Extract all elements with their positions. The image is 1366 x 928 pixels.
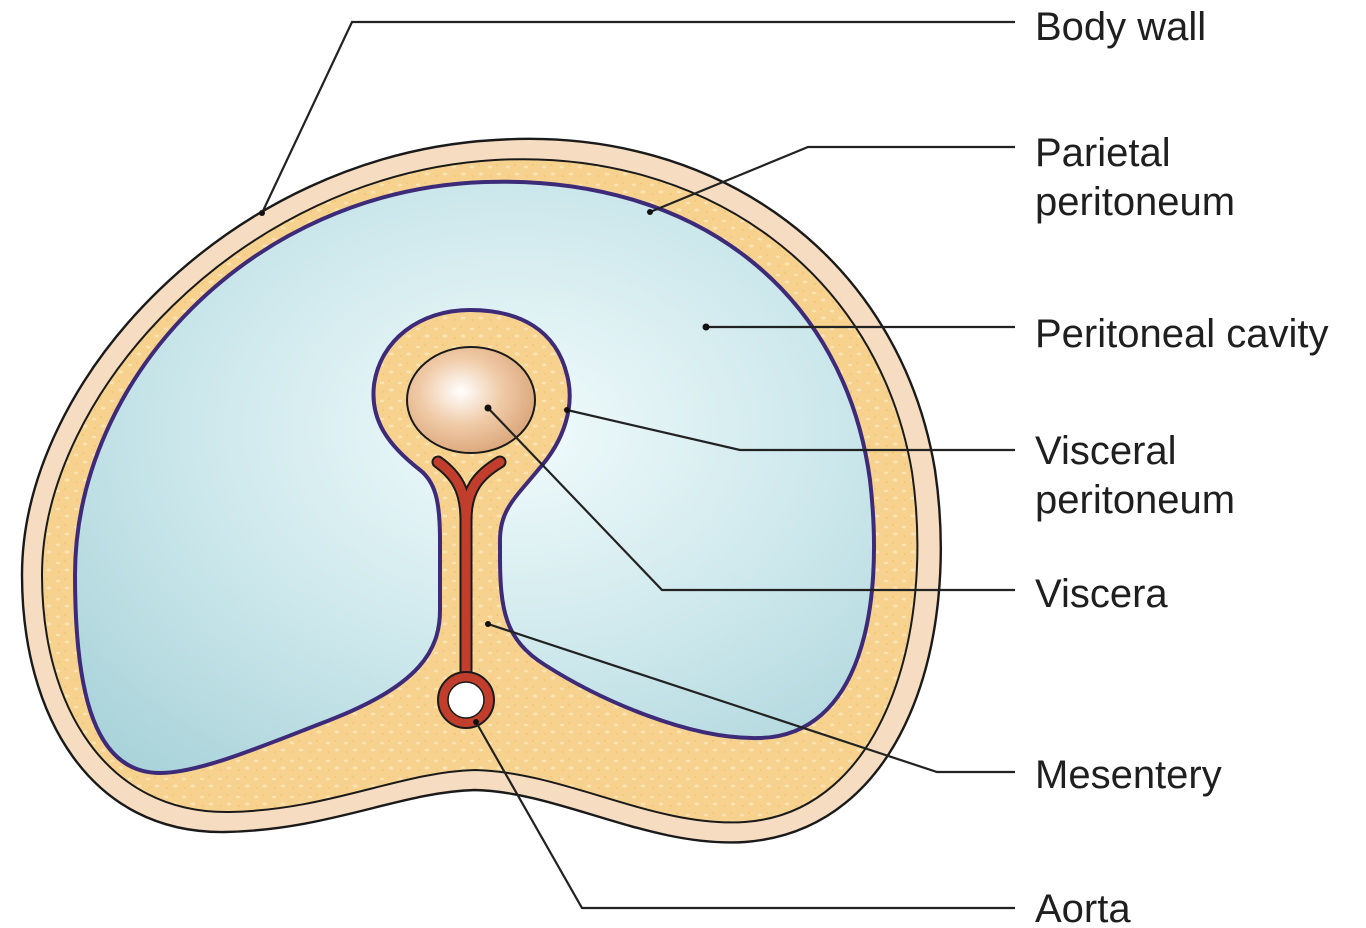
aorta-lumen bbox=[448, 682, 484, 718]
label-viscera: Viscera bbox=[1035, 572, 1168, 616]
leader-dot-aorta bbox=[473, 719, 479, 725]
leader-dot-body-wall bbox=[259, 210, 265, 216]
leader-dot-viscera bbox=[485, 405, 492, 412]
leader-dot-visceral bbox=[564, 407, 570, 413]
label-visceral-line2: peritoneum bbox=[1035, 478, 1235, 522]
label-aorta: Aorta bbox=[1035, 887, 1131, 928]
leader-dot-cavity bbox=[703, 324, 710, 331]
label-parietal-line2: peritoneum bbox=[1035, 180, 1235, 224]
label-body-wall: Body wall bbox=[1035, 5, 1206, 49]
label-visceral-line1: Visceral bbox=[1035, 429, 1177, 473]
leader-dot-parietal bbox=[647, 209, 653, 215]
leader-dot-mesentery bbox=[485, 621, 491, 627]
label-peritoneal-cavity: Peritoneal cavity bbox=[1035, 312, 1328, 356]
label-parietal-line1: Parietal bbox=[1035, 131, 1171, 175]
label-mesentery: Mesentery bbox=[1035, 753, 1222, 797]
